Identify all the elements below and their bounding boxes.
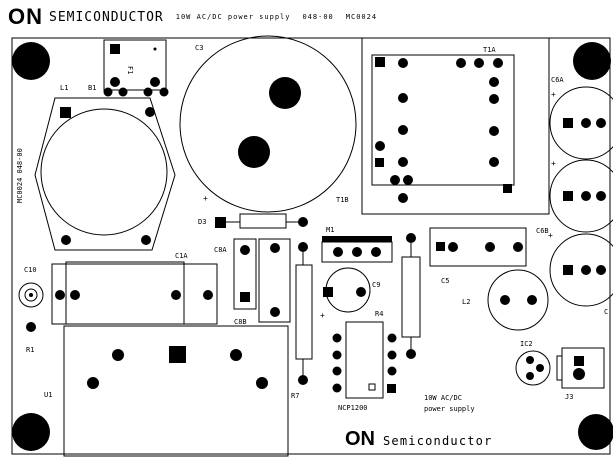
capacitor-c10: C10 [18,266,44,308]
label-r4: R4 [375,310,383,318]
transformer-t1: T1A T1B [336,37,550,215]
label-m1: M1 [326,226,334,234]
svg-text:+: + [203,194,208,203]
mosfet-m1: M1 [321,226,393,263]
label-ncp1200: NCP1200 [338,404,368,412]
on-logo: ON [8,4,43,29]
capacitor-c6b: + [549,159,613,233]
label-c5: C5 [441,277,449,285]
footer-on-logo: ON [345,428,375,450]
capacitor-c8b: C8B [234,238,291,326]
label-t1b: T1B [336,196,349,204]
label-c6a: C6A [551,76,564,84]
label-r1: R1 [26,346,34,354]
capacitor-c3: C3 + [179,35,357,213]
header: ON SEMICONDUCTOR 10W AC/DC power supply 048… [8,4,378,29]
inductor-l1: L1 [34,84,176,251]
svg-text:+: + [551,90,556,99]
mounting-hole-bottom-left [12,413,50,451]
fuse-f1: F1 [103,39,167,91]
capacitor-c6c: C6B + C [536,227,613,316]
capacitor-c6a: C6A + [549,76,613,160]
mounting-hole-top-left [12,42,50,80]
capacitor-c1a: C1A [51,252,218,325]
inductor-l2: L2 [462,269,549,331]
board-outline [11,37,611,455]
side-label: MC0024 048-00 [16,148,24,203]
ic-ic2: IC2 [515,340,551,386]
label-b1: B1 [88,84,96,92]
board-part: MC0024 [345,13,378,21]
footer-line2: power supply [424,405,475,413]
resistor-r7: R7 [291,242,313,400]
label-t1a: T1A [483,46,496,54]
label-c3: C3 [195,44,203,52]
label-c8a: C8A [214,246,227,254]
label-c8b: C8B [234,318,247,326]
bridge-b1: B1 [88,84,169,97]
module-u1: U1 [44,325,289,457]
label-c1a: C1A [175,252,188,260]
diode-d3: D3 [198,213,308,229]
capacitor-c9: C9 + [320,267,380,320]
label-c9: C9 [372,281,380,289]
svg-text:+: + [320,311,325,320]
label-l1: L1 [60,84,68,92]
board-code: 048-00 [302,13,334,21]
label-ic2: IC2 [520,340,533,348]
mounting-hole-top-right [573,42,611,80]
footer-line1: 10W AC/DC [424,394,462,402]
ic-ncp1200: NCP1200 [332,321,397,412]
capacitor-c5: C5 [429,227,527,285]
resistor-r4: R4 [375,233,421,359]
brand-suffix: SEMICONDUCTOR [49,9,164,25]
svg-text:+: + [551,159,556,168]
svg-text:+: + [548,231,553,240]
label-c10: C10 [24,266,37,274]
board-title: 10W AC/DC power supply [175,13,291,21]
label-u1: U1 [44,391,52,399]
label-c6c: C [604,308,608,316]
resistor-r1: R1 [26,322,36,354]
connector-j3: J3 [556,347,605,401]
label-f1: F1 [126,66,134,74]
label-c6b: C6B [536,227,549,235]
label-j3: J3 [565,393,573,401]
footer-brand-suffix: Semiconductor [383,434,493,448]
mounting-hole-bottom-right [578,414,613,450]
capacitor-c8a: C8A [214,238,257,310]
label-d3: D3 [198,218,206,226]
label-r7: R7 [291,392,299,400]
label-l2: L2 [462,298,470,306]
